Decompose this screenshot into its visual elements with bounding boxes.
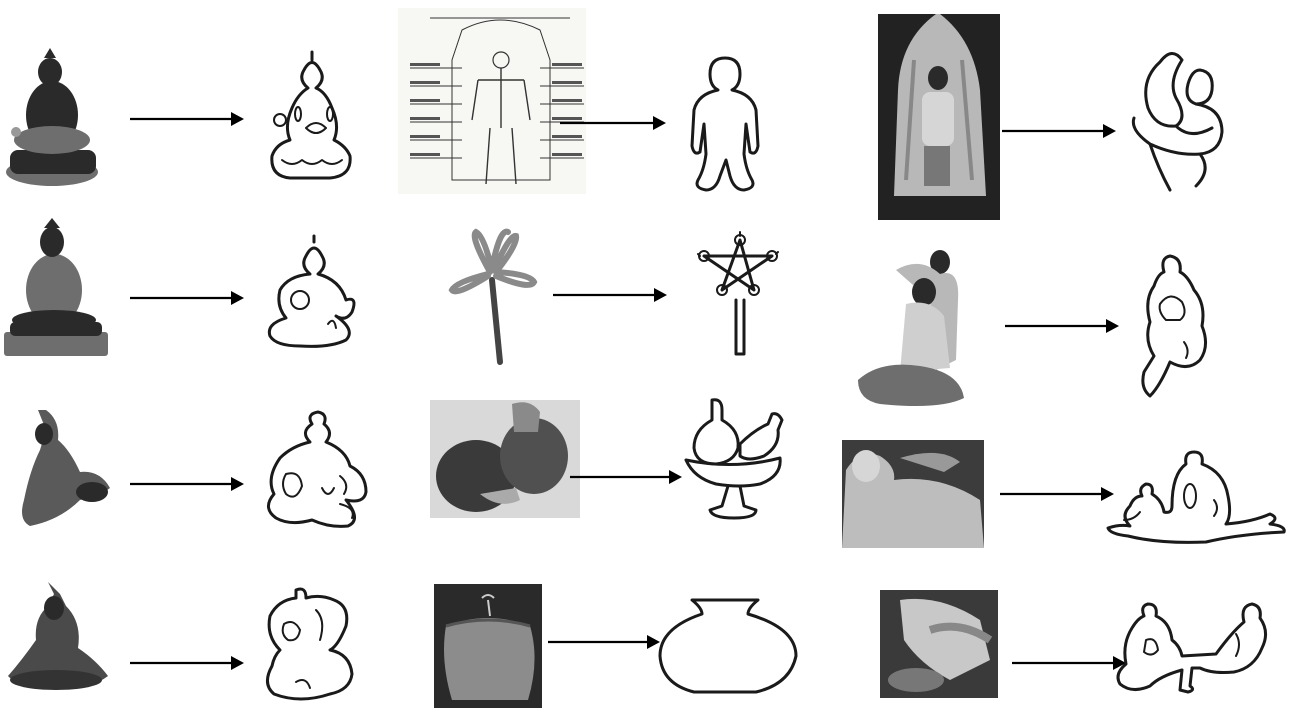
arrow-r4-1 [130,656,244,670]
body-meridian-manuscript [398,8,586,194]
arrow-r1-3 [1002,124,1116,138]
arrow-r2-3 [1005,319,1119,333]
star-yantra-outline-icon [698,232,778,354]
arrow-r4-3 [1012,656,1126,670]
clay-pot-outline-icon [660,600,796,692]
arm-stretch-outline-icon [1143,256,1206,396]
arrow-r1-1 [130,112,244,126]
arrow-r2-2 [553,288,667,302]
hermit-statue-photo [4,218,108,356]
buddha-statue-photo [6,48,98,186]
arrow-r2-1 [130,291,244,305]
herbal-compress-bowl-outline-icon [686,400,782,518]
arrow-r3-1 [130,477,244,491]
reclining-massage-outline-icon [1108,452,1284,542]
embrace-outline-icon [1133,53,1222,190]
human-body-outline-icon [692,58,758,190]
yoga-pose-outline-icon [268,412,366,526]
foot-massage-photo [880,590,998,698]
arrow-r4-2 [548,635,660,649]
herbal-steam-tent-photo [878,14,1000,220]
thai-massage-stretch-photo [858,250,964,406]
clay-pot-photo [434,584,542,708]
buddha-outline-icon [272,52,350,178]
herbal-compress-balls-photo [430,400,580,518]
seated-hermit-outline-icon [269,236,354,346]
yoga-pose-statue-photo [22,410,110,526]
reclining-massage-photo [842,440,984,548]
foot-massage-outline-icon [1118,604,1266,692]
arrow-r3-3 [1000,487,1114,501]
yantra-tool-photo [452,232,534,362]
cross-legged-statue-photo [8,582,108,690]
cross-legged-outline-icon [267,589,352,699]
arrow-r3-2 [570,470,682,484]
